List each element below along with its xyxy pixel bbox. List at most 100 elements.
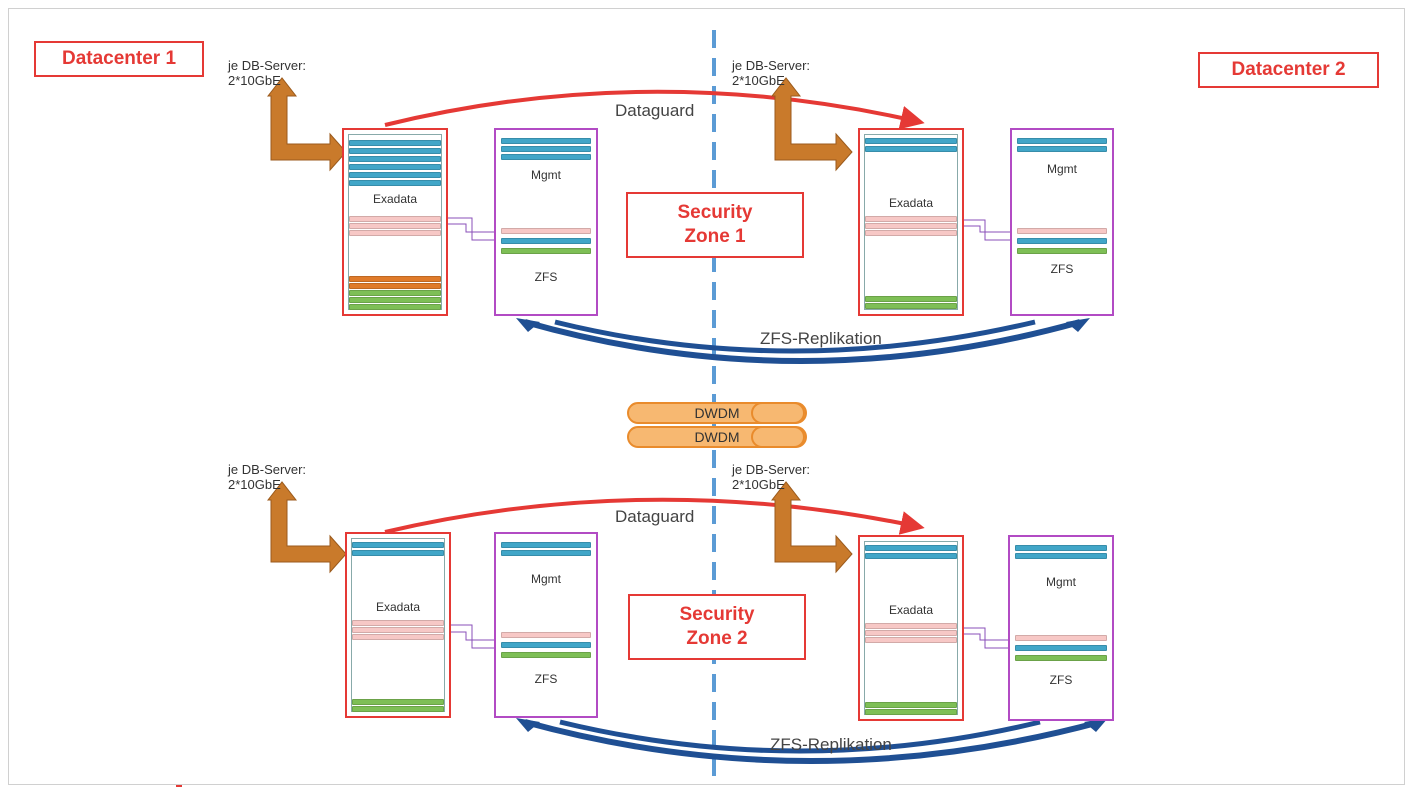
ethernet-switch-unit [1017,228,1107,234]
mgmt-label: Mgmt [531,572,561,586]
mgmt-label: Mgmt [1047,162,1077,176]
ethernet-switch-unit [865,230,957,236]
dataguard-arc-top [384,89,925,130]
stray-mark [176,785,182,787]
exadata-label: Exadata [372,192,418,206]
network-arrow-br [770,481,853,574]
exadata-rack-dc2-zone2: Exadata [858,535,964,721]
db-server-unit [865,138,957,144]
diagram-frame [8,8,1405,785]
management-server-unit [501,138,591,144]
mgmt-label: Mgmt [531,168,561,182]
storage-cell-unit [865,702,957,708]
security-zone-1-line2: Zone 1 [684,226,746,247]
dwdm-label-1: DWDM [694,405,740,421]
db-server-unit [352,542,444,548]
infiniband-switch-unit [349,216,441,222]
management-server-unit [501,154,591,160]
exadata-rack-dc1-zone2: Exadata [345,532,451,718]
dwdm-link-1: DWDM [627,402,807,424]
management-server-unit [501,146,591,152]
zfs-controller-unit [1017,238,1107,244]
ethernet-switch-unit [349,230,441,236]
datacenter-1-label: Datacenter 1 [34,41,204,77]
network-arrow-tl [266,77,347,172]
db-server-unit [349,148,441,154]
management-server-unit [1015,545,1107,551]
infiniband-switch-unit [352,620,444,626]
infiniband-switch-unit [865,630,957,636]
zfs-replikation-label-top: ZFS-Replikation [760,329,882,348]
management-server-unit [1017,146,1107,152]
storage-cell-unit [349,283,441,289]
zfs-controller-unit [501,238,591,244]
infiniband-switch-unit [349,223,441,229]
storage-cell-unit [865,303,957,309]
infiniband-switch-unit [865,223,957,229]
storage-cell-unit [349,276,441,282]
infiniband-switch-unit [865,623,957,629]
mgmt-zfs-rack-dc1-zone2: Mgmt ZFS [494,532,598,718]
security-zone-2-line1: Security [679,604,755,625]
mgmt-zfs-rack-dc2-zone2: Mgmt ZFS [1008,535,1114,721]
management-server-unit [501,542,591,548]
infiniband-switch-unit [352,627,444,633]
dwdm-label-2: DWDM [694,429,740,445]
dataguard-arc-bottom [384,497,925,535]
storage-cell-unit [352,699,444,705]
storage-enclosure-unit [501,248,591,254]
zfs-label: ZFS [534,270,558,284]
storage-cell-unit [349,297,441,303]
mgmt-label: Mgmt [1046,575,1076,589]
zfs-label: ZFS [534,672,558,686]
zfs-arc-top-head-l [516,318,540,332]
db-server-note-bottom-right: je DB-Server: 2*10GbE [732,462,811,492]
zfs-label: ZFS [1050,262,1074,276]
storage-cell-unit [352,706,444,712]
mgmt-zfs-rack-dc2-zone1: Mgmt ZFS [1010,128,1114,316]
ethernet-switch-unit [501,632,591,638]
zfs-arc-bottom-1 [524,719,1101,764]
management-server-unit [501,550,591,556]
ethernet-switch-unit [865,637,957,643]
db-server-note-top-right: je DB-Server: 2*10GbE [732,58,811,88]
db-server-note-bottom-left: je DB-Server: 2*10GbE [228,462,307,492]
zfs-controller-unit [1015,645,1107,651]
storage-enclosure-unit [1015,655,1107,661]
datacenter-2-label: Datacenter 2 [1198,52,1379,88]
security-zone-1: Security Zone 1 [626,192,804,258]
exadata-rack-dc1-zone1: Exadata [342,128,448,316]
exadata-label: Exadata [888,603,934,617]
db-server-unit [865,553,957,559]
storage-enclosure-unit [501,652,591,658]
db-server-unit [349,180,441,186]
zfs-replikation-label-bottom: ZFS-Replikation [770,735,892,754]
db-server-unit [349,172,441,178]
zfs-label: ZFS [1049,673,1073,687]
storage-cell-unit [349,290,441,296]
dataguard-label-bottom: Dataguard [615,507,695,526]
zfs-arc-top-1 [524,319,1081,364]
ethernet-switch-unit [501,228,591,234]
ethernet-switch-unit [352,634,444,640]
exadata-label: Exadata [375,600,421,614]
network-arrow-tr [770,77,853,172]
security-zone-1-line1: Security [677,202,753,223]
db-server-unit [865,545,957,551]
ethernet-switch-unit [1015,635,1107,641]
zfs-arc-top-2 [554,319,1036,354]
storage-cell-unit [865,709,957,715]
storage-cell-unit [865,296,957,302]
management-server-unit [1017,138,1107,144]
exadata-label: Exadata [888,196,934,210]
zfs-arc-bottom-head-r [1084,718,1108,732]
storage-cell-unit [349,304,441,310]
dataguard-label-top: Dataguard [615,101,695,120]
dwdm-cap [751,426,805,448]
db-server-unit [865,146,957,152]
zfs-arc-bottom-head-l [516,718,540,732]
db-server-unit [352,550,444,556]
dwdm-link-2: DWDM [627,426,807,448]
infiniband-switch-unit [865,216,957,222]
